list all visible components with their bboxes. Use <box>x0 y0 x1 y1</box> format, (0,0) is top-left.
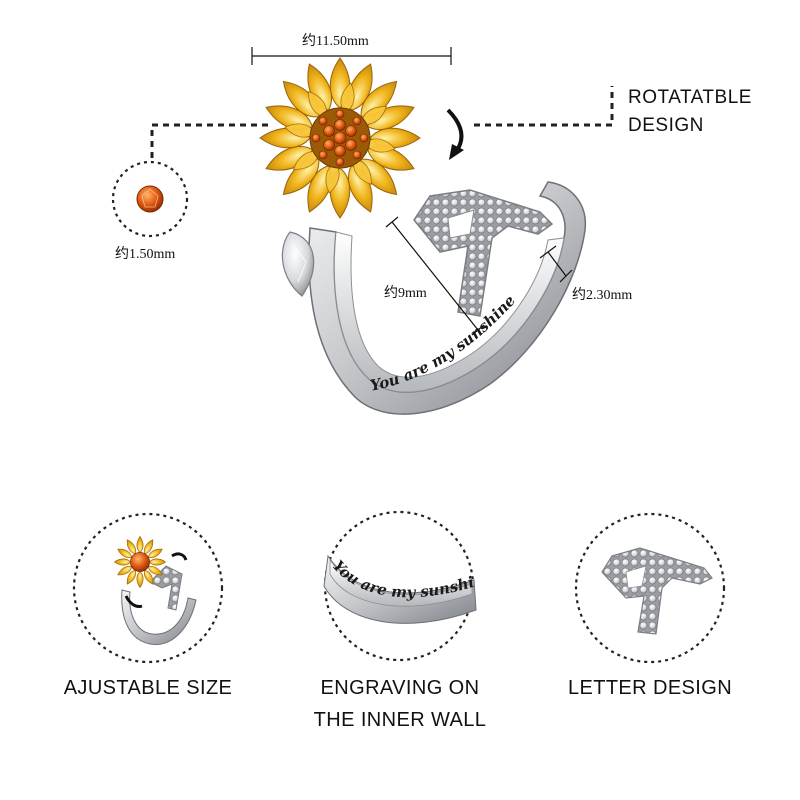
letter-height-dimension <box>385 216 485 336</box>
feature-label-engraving: ENGRAVING ON THE INNER WALL <box>288 672 512 736</box>
rotation-arrow-icon <box>446 108 464 160</box>
feature-label-adjustable: AJUSTABLE SIZE <box>63 677 233 699</box>
ring-thumbnail-icon <box>113 535 197 645</box>
band-width-label: 约2.30mm <box>572 288 633 303</box>
leader-lines <box>150 86 614 158</box>
engraving-closeup-icon: You are my sunshine <box>0 0 477 624</box>
letter-a-pave <box>413 189 554 317</box>
sunflower-charm <box>259 57 421 219</box>
feature-label-engraving-line1: ENGRAVING ON <box>320 677 480 699</box>
feature-circle-letter <box>574 512 726 664</box>
feature-circle-adjustable <box>72 512 224 664</box>
letter-height-label: 约9mm <box>384 286 427 301</box>
orange-stone-detail <box>136 185 164 213</box>
flower-width-label: 约11.50mm <box>302 34 369 49</box>
rotatable-line1: ROTATATBLE <box>628 87 752 108</box>
feature-circle-engraving: You are my sunshine <box>0 0 477 662</box>
clear-teardrop-stone <box>281 231 315 297</box>
stone-size-label: 约1.50mm <box>115 247 176 262</box>
feature-label-engraving-line2: THE INNER WALL <box>313 709 487 731</box>
letter-a-icon <box>601 547 713 635</box>
rotatable-design-heading: ROTATATBLE DESIGN <box>628 84 752 140</box>
flower-width-dimension <box>251 47 452 65</box>
band-width-dimension <box>539 245 573 283</box>
feature-label-letter: LETTER DESIGN <box>567 677 733 699</box>
rotatable-line2: DESIGN <box>628 115 704 136</box>
stone-detail-circle <box>111 160 189 238</box>
